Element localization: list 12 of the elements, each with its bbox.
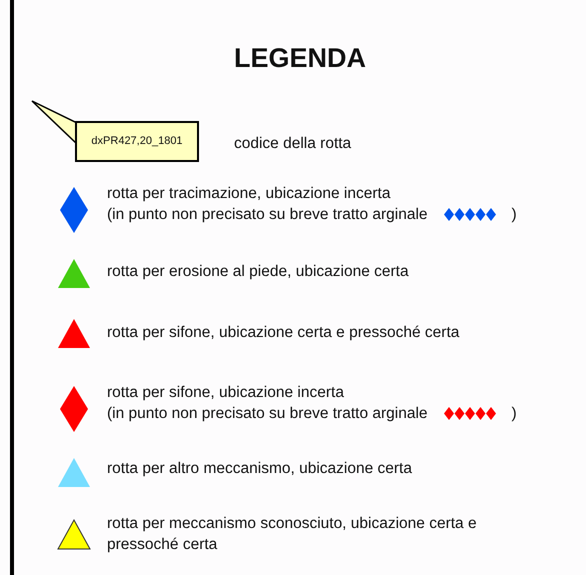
legend-text: rotta per erosione al piede, ubicazione certa: [107, 262, 410, 282]
note-text: (in punto non precisato su breve tratto arginale: [107, 404, 428, 424]
note-text: ): [512, 205, 517, 225]
note-text: (in punto non precisato su breve tratto arginale: [107, 205, 428, 225]
legend-title: LEGENDA: [232, 42, 367, 75]
note-text: ): [512, 404, 517, 424]
legend-text: rotta per tracimazione, ubicazione incerta: [107, 184, 392, 204]
legend-text: rotta per meccanismo sconosciuto, ubicazione certa e pressoché certa: [107, 514, 478, 555]
legend-text: rotta per altro meccanismo, ubicazione certa: [107, 459, 413, 479]
legend-text: rotta per sifone, ubicazione certa e pressoché certa: [107, 323, 460, 343]
legend-text: codice della rotta: [234, 134, 352, 154]
legend-text: rotta per sifone, ubicazione incerta: [107, 383, 345, 403]
